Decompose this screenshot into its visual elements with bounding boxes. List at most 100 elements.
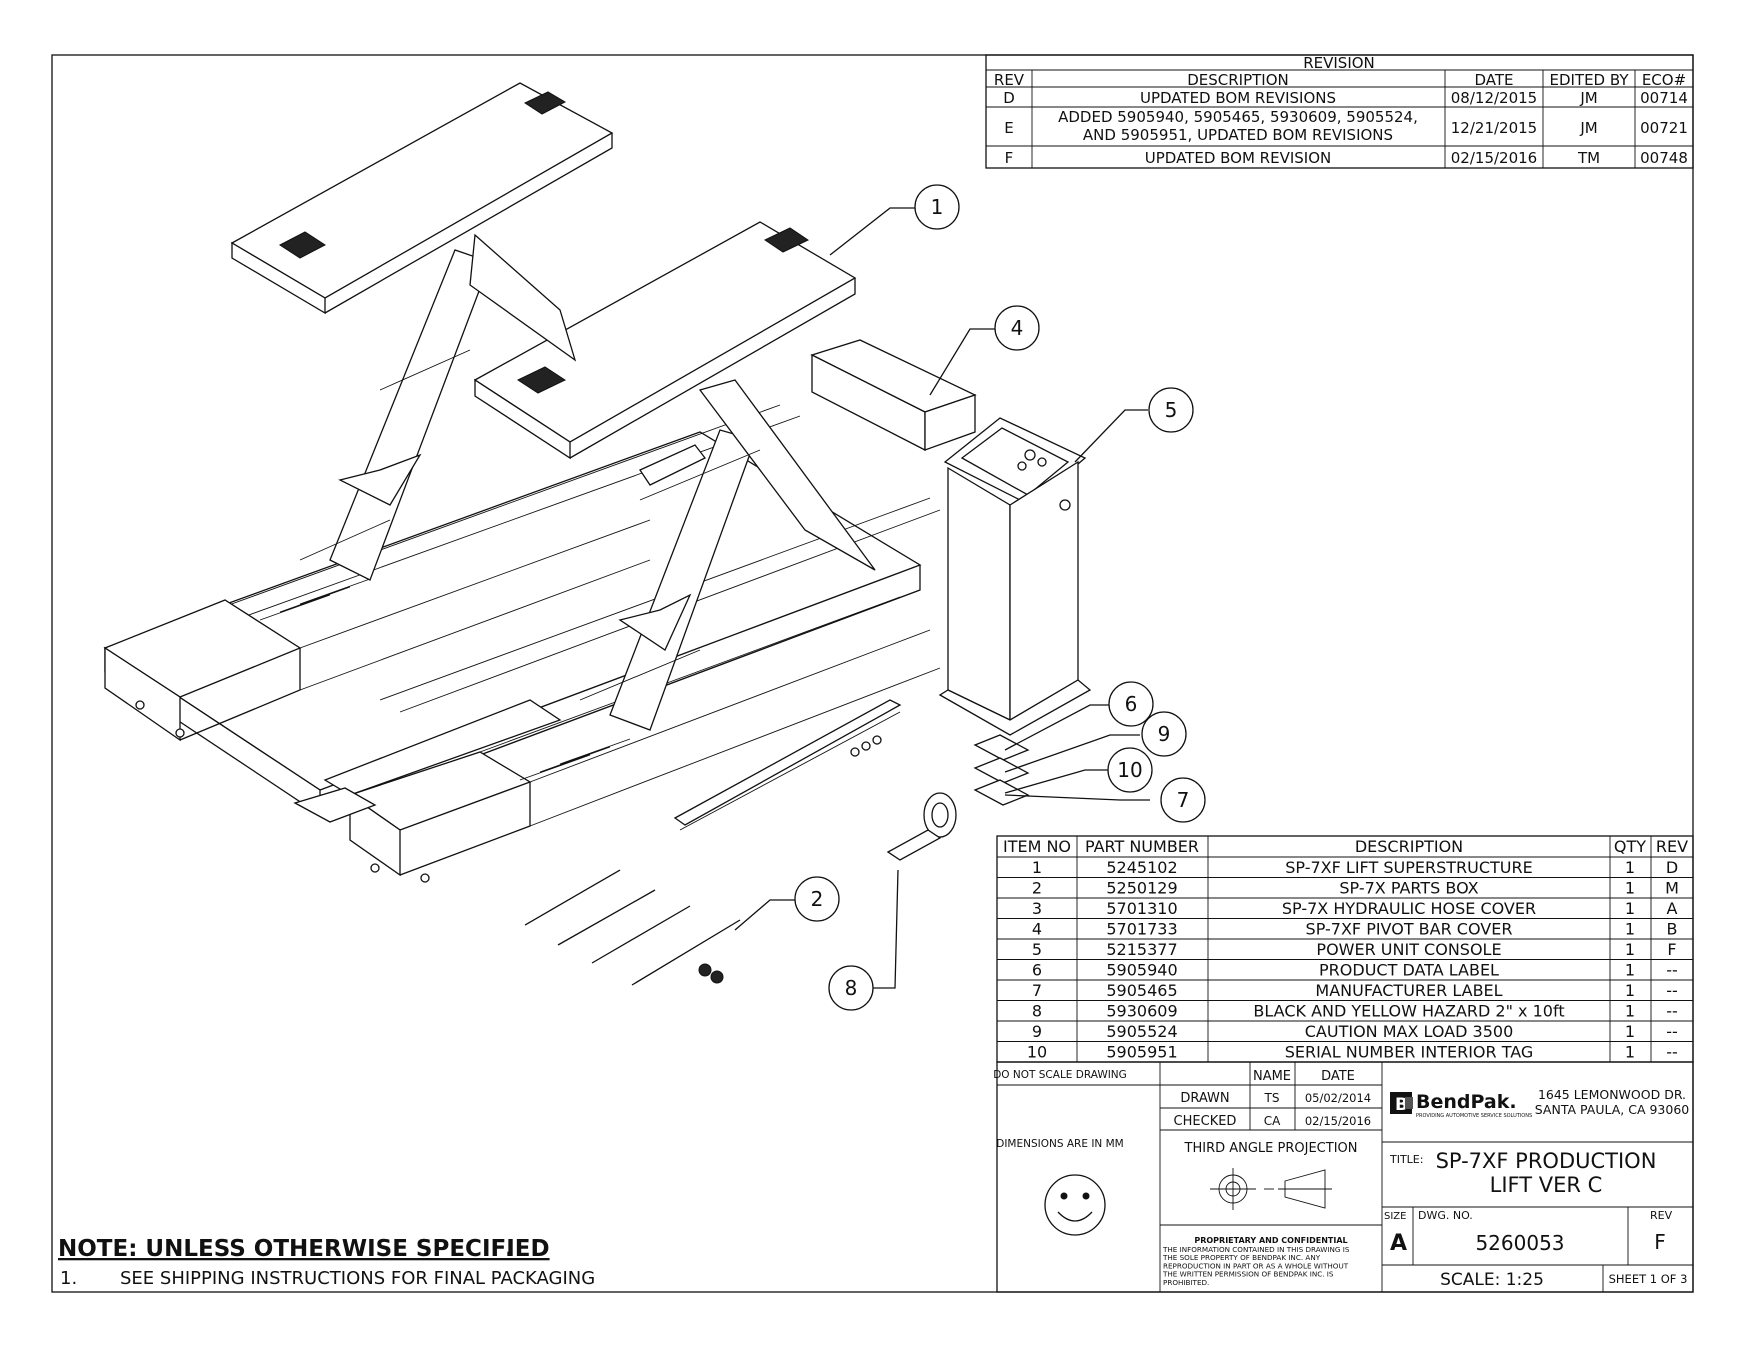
title-block: DO NOT SCALE DRAWING DIMENSIONS ARE IN M… (993, 1061, 1694, 1293)
note-1-number: 1. (60, 1268, 77, 1289)
rev-row-d-date: 08/12/2015 (1451, 89, 1537, 107)
rev-row-f-desc: UPDATED BOM REVISION (1145, 149, 1331, 167)
title-label: TITLE: (1389, 1153, 1423, 1166)
bom-row-10-part: 5905951 (1106, 1043, 1177, 1062)
hydraulic-hose-cover (673, 699, 902, 831)
bom-row-1-item: 1 (1032, 858, 1042, 877)
bom-row-9-desc: CAUTION MAX LOAD 3500 (1305, 1022, 1514, 1041)
proprietary-heading: PROPRIETARY AND CONFIDENTIAL (1194, 1236, 1347, 1245)
bom-row-6-rev: -- (1666, 961, 1678, 980)
bom-row-4-item: 4 (1032, 920, 1042, 939)
note-1-text: SEE SHIPPING INSTRUCTIONS FOR FINAL PACK… (120, 1268, 595, 1289)
bom-row-2-desc: SP-7X PARTS BOX (1339, 879, 1478, 898)
bom-row-9-qty: 1 (1625, 1022, 1635, 1041)
rev-row-f-eco: 00748 (1640, 149, 1688, 167)
rev-header-date: DATE (1474, 71, 1513, 89)
svg-text:10: 10 (1117, 758, 1142, 782)
drawn-date: 05/02/2014 (1305, 1091, 1371, 1105)
date-column-label: DATE (1321, 1069, 1355, 1084)
rev-header-edited-by: EDITED BY (1549, 71, 1629, 89)
sheet-number: SHEET 1 OF 3 (1609, 1272, 1688, 1286)
bom-row-10-item: 10 (1027, 1043, 1047, 1062)
svg-text:8: 8 (845, 976, 858, 1000)
bom-row-7-desc: MANUFACTURER LABEL (1315, 981, 1502, 1000)
scale-value: SCALE: 1:25 (1440, 1270, 1544, 1290)
bom-row-8-item: 8 (1032, 1002, 1042, 1021)
bom-row-1-part: 5245102 (1106, 858, 1177, 877)
bom-row-5-item: 5 (1032, 940, 1042, 959)
bom-header-part-number: PART NUMBER (1085, 837, 1199, 856)
bom-row-9-part: 5905524 (1106, 1022, 1177, 1041)
dimensions-note: DIMENSIONS ARE IN MM (996, 1138, 1123, 1150)
svg-text:5: 5 (1165, 398, 1178, 422)
bom-header-item-no: ITEM NO (1003, 837, 1071, 856)
checked-name: CA (1264, 1114, 1281, 1128)
scissor-lift-isometric (103, 82, 941, 883)
svg-text:2: 2 (811, 887, 824, 911)
bom-row-8-rev: -- (1666, 1002, 1678, 1021)
parts-box-contents (524, 869, 741, 986)
rev-row-f-rev: F (1005, 149, 1014, 167)
bom-row-2-qty: 1 (1625, 879, 1635, 898)
rev-row-d-by: JM (1579, 89, 1597, 107)
drawn-label: DRAWN (1180, 1091, 1229, 1106)
svg-text:7: 7 (1177, 788, 1190, 812)
rev-row-f-by: TM (1577, 149, 1600, 167)
bom-row-2-part: 5250129 (1106, 879, 1177, 898)
checked-label: CHECKED (1174, 1114, 1237, 1129)
callout-balloon-5: 5 (1148, 387, 1194, 433)
hazard-tape-roll (886, 792, 957, 861)
notes-heading-period: . (505, 1236, 514, 1262)
bom-header-qty: QTY (1614, 837, 1646, 856)
bom-row-5-qty: 1 (1625, 940, 1635, 959)
svg-text:1: 1 (931, 195, 944, 219)
dwg-no-value: 5260053 (1475, 1231, 1564, 1255)
company-tagline: PROVIDING AUTOMOTIVE SERVICE SOLUTIONS (1416, 1113, 1532, 1119)
size-label: SIZE (1384, 1211, 1406, 1222)
bom-row-7-rev: -- (1666, 981, 1678, 1000)
rev-header-description: DESCRIPTION (1187, 71, 1289, 89)
rev-label: REV (1650, 1209, 1673, 1222)
bom-row-1-qty: 1 (1625, 858, 1635, 877)
bom-row-3-rev: A (1667, 899, 1678, 918)
bom-row-7-item: 7 (1032, 981, 1042, 1000)
svg-text:9: 9 (1158, 722, 1171, 746)
rev-row-e-rev: E (1004, 119, 1013, 137)
bom-row-8-part: 5930609 (1106, 1002, 1177, 1021)
bom-row-5-rev: F (1667, 940, 1676, 959)
callout-balloon-9: 9 (1141, 711, 1187, 757)
leader-lines (734, 207, 1150, 989)
rev-row-d-eco: 00714 (1640, 89, 1688, 107)
proprietary-line: REPRODUCTION IN PART OR AS A WHOLE WITHO… (1163, 1261, 1349, 1270)
bom-row-8-desc: BLACK AND YELLOW HAZARD 2" x 10ft (1253, 1002, 1564, 1021)
bom-row-8-qty: 1 (1625, 1002, 1635, 1021)
callout-balloon-6: 6 (1108, 681, 1154, 727)
bom-row-5-desc: POWER UNIT CONSOLE (1316, 940, 1501, 959)
bom-row-1-rev: D (1666, 858, 1678, 877)
bom-row-4-qty: 1 (1625, 920, 1635, 939)
bom-row-1-desc: SP-7XF LIFT SUPERSTRUCTURE (1285, 858, 1532, 877)
bom-row-6-item: 6 (1032, 961, 1042, 980)
bom-row-7-qty: 1 (1625, 981, 1635, 1000)
bom-row-2-rev: M (1665, 879, 1679, 898)
rev-row-f-date: 02/15/2016 (1451, 149, 1537, 167)
drawn-name: TS (1264, 1091, 1280, 1105)
drawing-border (51, 54, 1694, 1293)
rev-row-d-desc: UPDATED BOM REVISIONS (1140, 89, 1336, 107)
pivot-bar-cover (810, 339, 977, 452)
proprietary-line: PROHIBITED. (1163, 1278, 1209, 1287)
drawing-title-line-2: LIFT VER C (1490, 1173, 1603, 1197)
bom-row-9-item: 9 (1032, 1022, 1042, 1041)
bom-row-3-desc: SP-7X HYDRAULIC HOSE COVER (1282, 899, 1536, 918)
svg-text:6: 6 (1125, 692, 1138, 716)
revision-title: REVISION (1303, 54, 1375, 72)
bom-row-3-item: 3 (1032, 899, 1042, 918)
address-line-1: 1645 LEMONWOOD DR. (1538, 1087, 1686, 1102)
rev-row-e-desc-line1: ADDED 5905940, 5905465, 5930609, 5905524… (1058, 108, 1418, 126)
bom-row-3-qty: 1 (1625, 899, 1635, 918)
bom-row-5-part: 5215377 (1106, 940, 1177, 959)
svg-text:4: 4 (1011, 316, 1024, 340)
rev-row-e-eco: 00721 (1640, 119, 1688, 137)
proprietary-line: THE WRITTEN PERMISSION OF BENDPAK INC. I… (1162, 1270, 1334, 1279)
